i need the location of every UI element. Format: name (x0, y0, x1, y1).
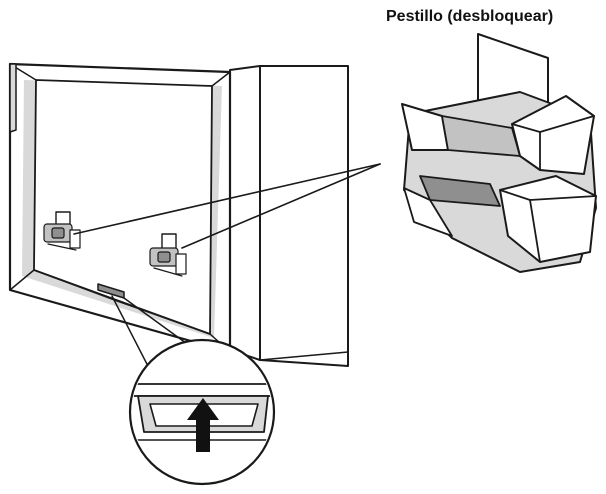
cabinet-body (229, 65, 349, 367)
latch-right (149, 233, 187, 277)
latch-callout-label: Pestillo (desbloquear) (386, 8, 554, 25)
latch-detail-enlarged (401, 33, 597, 273)
latch-left (43, 211, 81, 251)
door-panel (8, 62, 232, 354)
cabinet-base-line (259, 351, 349, 361)
zoom-cone (111, 295, 191, 371)
latch-leader-lines (73, 163, 381, 249)
push-up-arrow-icon (187, 398, 219, 452)
